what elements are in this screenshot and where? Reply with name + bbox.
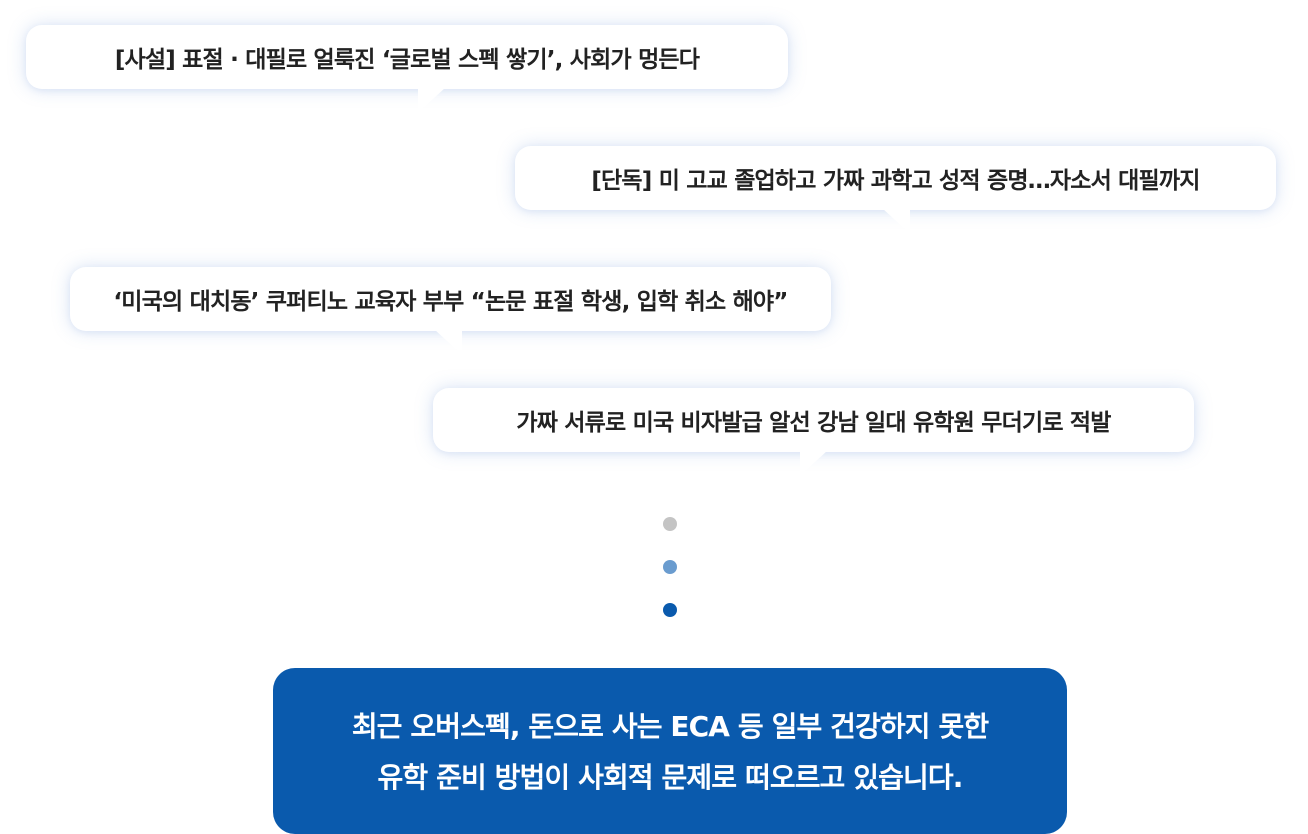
headline-text-2: [단독] 미 고교 졸업하고 가짜 과학고 성적 증명…자소서 대필까지 [591,168,1200,194]
speech-tail [418,87,446,113]
headline-bubble-2: [단독] 미 고교 졸업하고 가짜 과학고 성적 증명…자소서 대필까지 [515,146,1276,234]
progress-dot-2 [663,560,677,574]
headline-text-1: [사설] 표절 · 대필로 얼룩진 ‘글로벌 스펙 쌓기’, 사회가 멍든다 [114,47,700,73]
speech-tail [434,329,462,355]
headline-bubble-3: ‘미국의 대치동’ 쿠퍼티노 교육자 부부 “논문 표절 학생, 입학 취소 해… [70,267,831,355]
progress-dot-1 [663,517,677,531]
headline-text-3: ‘미국의 대치동’ 쿠퍼티노 교육자 부부 “논문 표절 학생, 입학 취소 해… [113,289,788,315]
speech-tail [800,450,828,476]
summary-box: 최근 오버스펙, 돈으로 사는 ECA 등 일부 건강하지 못한 유학 준비 방… [273,668,1067,834]
headline-bubble-4: 가짜 서류로 미국 비자발급 알선 강남 일대 유학원 무더기로 적발 [433,388,1194,476]
summary-line-2: 유학 준비 방법이 사회적 문제로 떠오르고 있습니다. [377,761,964,794]
progress-dot-3 [663,603,677,617]
summary-line-1: 최근 오버스펙, 돈으로 사는 ECA 등 일부 건강하지 못한 [351,710,989,743]
headline-bubble-1: [사설] 표절 · 대필로 얼룩진 ‘글로벌 스펙 쌓기’, 사회가 멍든다 [26,25,788,113]
headline-text-4: 가짜 서류로 미국 비자발급 알선 강남 일대 유학원 무더기로 적발 [516,410,1111,436]
speech-tail [882,208,910,234]
